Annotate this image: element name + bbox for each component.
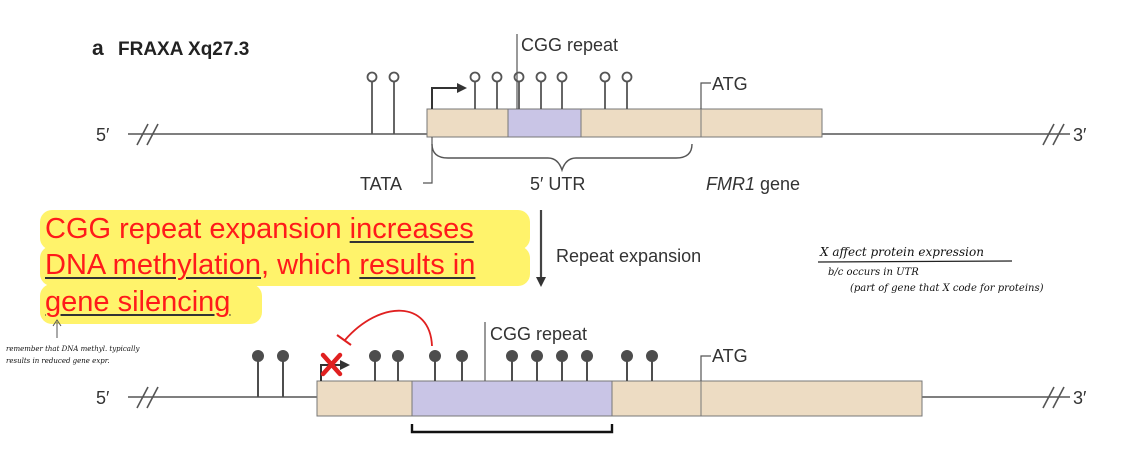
annotation-text-2b: , which [261, 249, 360, 281]
unmethylated-cpg-sites [366, 71, 633, 121]
hand-note-underline [817, 260, 1013, 263]
break-symbol-top-right [1042, 123, 1065, 146]
repeat-expansion-label: Repeat expansion [556, 246, 701, 266]
panel-title: FRAXA Xq27.3 [118, 39, 249, 60]
annotation-text-1b: increases [349, 213, 474, 245]
hand-note-right-2: b/c occurs in UTR [828, 267, 919, 278]
annotation-text-1a: CGG repeat expansion [45, 213, 350, 245]
transcription-start-arrow-top [431, 83, 467, 109]
inhibition-curve [344, 309, 433, 347]
tata-label: TATA [360, 174, 402, 194]
annotation-line-3: gene silencing [45, 288, 230, 317]
atg-label-bottom: ATG [712, 346, 748, 366]
atg-leader-top [700, 82, 711, 109]
hand-note-right-1: X affect protein expression [820, 245, 984, 259]
five-utr-label: 5′ UTR [530, 174, 585, 194]
atg-label-top: ATG [712, 74, 748, 94]
annotation-line-1: CGG repeat expansion increases [45, 215, 474, 244]
break-symbol-bottom-right [1042, 386, 1065, 409]
annotation-text-2a: DNA methylation [45, 249, 261, 281]
three-prime-label-bottom: 3′ [1073, 388, 1087, 408]
transcription-start-arrow-bottom [320, 360, 350, 381]
annotation-text-3: gene silencing [45, 286, 231, 318]
break-symbol-bottom-left [136, 386, 159, 409]
cgg-repeat-region-bottom [411, 380, 613, 417]
exon-box-bottom [316, 380, 923, 417]
five-prime-label-bottom: 5′ [96, 388, 110, 408]
inhibition-bar [336, 334, 352, 346]
cgg-repeat-label-bottom: CGG repeat [490, 324, 587, 344]
highlight-line-1 [40, 210, 530, 250]
highlight-line-2 [40, 246, 530, 286]
cgg-repeat-region-top [507, 108, 582, 138]
break-symbol-top-left [136, 123, 159, 146]
hand-note-left-1: remember that DNA methyl. typically [6, 345, 140, 353]
hand-note-left-2: results in reduced gene expr. [6, 357, 110, 365]
highlight-line-3 [40, 284, 262, 324]
utr-brace [431, 143, 693, 173]
blocked-cross-icon [320, 352, 343, 377]
panel-letter: a [92, 37, 104, 60]
five-prime-label-top: 5′ [96, 125, 110, 145]
annotation-text-2c: results in [359, 249, 476, 281]
methylated-cpg-sites [252, 350, 658, 397]
tata-leader [423, 137, 433, 184]
three-prime-label-top: 3′ [1073, 125, 1087, 145]
atg-leader-bottom [700, 355, 711, 381]
handwritten-up-arrow [52, 319, 62, 338]
fmr1-gene-label: FMR1 gene [706, 174, 800, 194]
repeat-bracket [410, 424, 614, 434]
exon-box-top [426, 108, 823, 138]
annotation-line-2: DNA methylation, which results in [45, 251, 475, 280]
hand-note-right-3: (part of gene that X code for proteins) [850, 283, 1044, 294]
cgg-repeat-label-top: CGG repeat [521, 35, 618, 55]
